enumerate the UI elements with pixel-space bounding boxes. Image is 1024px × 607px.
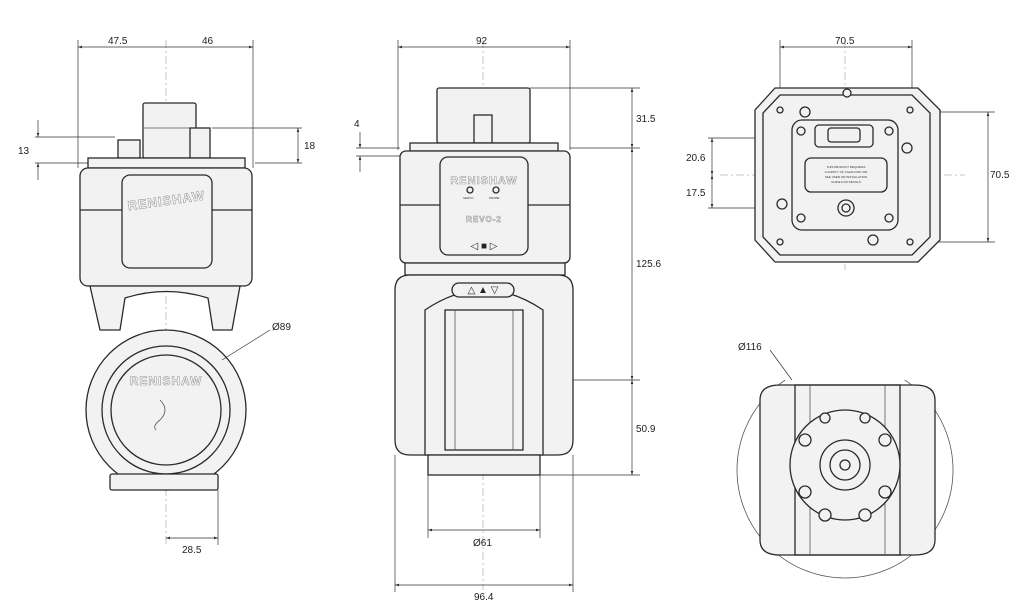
dim-116-diameter: Ø116 bbox=[738, 342, 762, 353]
dim-47-5: 47.5 bbox=[108, 36, 128, 47]
side-view: 47.5 46 13 18 RENISHAW RENISHAW 28.5 bbox=[18, 36, 316, 556]
dim-92: 92 bbox=[476, 36, 488, 47]
dim-31-5: 31.5 bbox=[636, 114, 656, 125]
dim-96-4: 96.4 bbox=[474, 592, 494, 603]
dim-17-5: 17.5 bbox=[686, 188, 706, 199]
rear-label-line-4: GUIDE FOR DETAILS bbox=[831, 180, 861, 184]
dim-50-9: 50.9 bbox=[636, 424, 656, 435]
led-label-probe: PROBE bbox=[489, 196, 500, 200]
control-symbols: ◁ ■ ▷ bbox=[471, 241, 498, 252]
front-view: 92 4 31.5 125.6 50.9 RENISHAW SERVO PROB… bbox=[354, 36, 661, 603]
dim-70-5-height: 70.5 bbox=[990, 170, 1010, 181]
dim-61-diameter: Ø61 bbox=[473, 538, 492, 549]
rear-view: 70.5 70.5 20.6 17.5 THIS PRODUCT REQUIRE… bbox=[686, 36, 1010, 270]
rear-label-line-1: THIS PRODUCT REQUIRES bbox=[827, 165, 866, 169]
dim-125-6: 125.6 bbox=[636, 259, 661, 270]
dim-ring-diameter: Ø89 bbox=[272, 322, 291, 333]
logo-ring: RENISHAW bbox=[130, 374, 203, 388]
axis-symbols: △ ▲ ▽ bbox=[468, 285, 499, 296]
rear-label-line-3: SEE USER OR INSTALLATION bbox=[825, 175, 867, 179]
model-label: REVO-2 bbox=[466, 215, 502, 224]
rear-label-line-2: A SUPPLY OF CLEAN DRY AIR bbox=[825, 170, 869, 174]
dim-70-5-width: 70.5 bbox=[835, 36, 855, 47]
dim-46: 46 bbox=[202, 36, 214, 47]
dim-18: 18 bbox=[304, 141, 316, 152]
dim-28-5: 28.5 bbox=[182, 545, 202, 556]
dim-20-6: 20.6 bbox=[686, 153, 706, 164]
dim-4: 4 bbox=[354, 119, 360, 130]
led-label-servo: SERVO bbox=[463, 196, 474, 200]
bottom-view: Ø116 bbox=[736, 342, 954, 579]
dim-13: 13 bbox=[18, 146, 30, 157]
logo-front: RENISHAW bbox=[450, 175, 517, 187]
